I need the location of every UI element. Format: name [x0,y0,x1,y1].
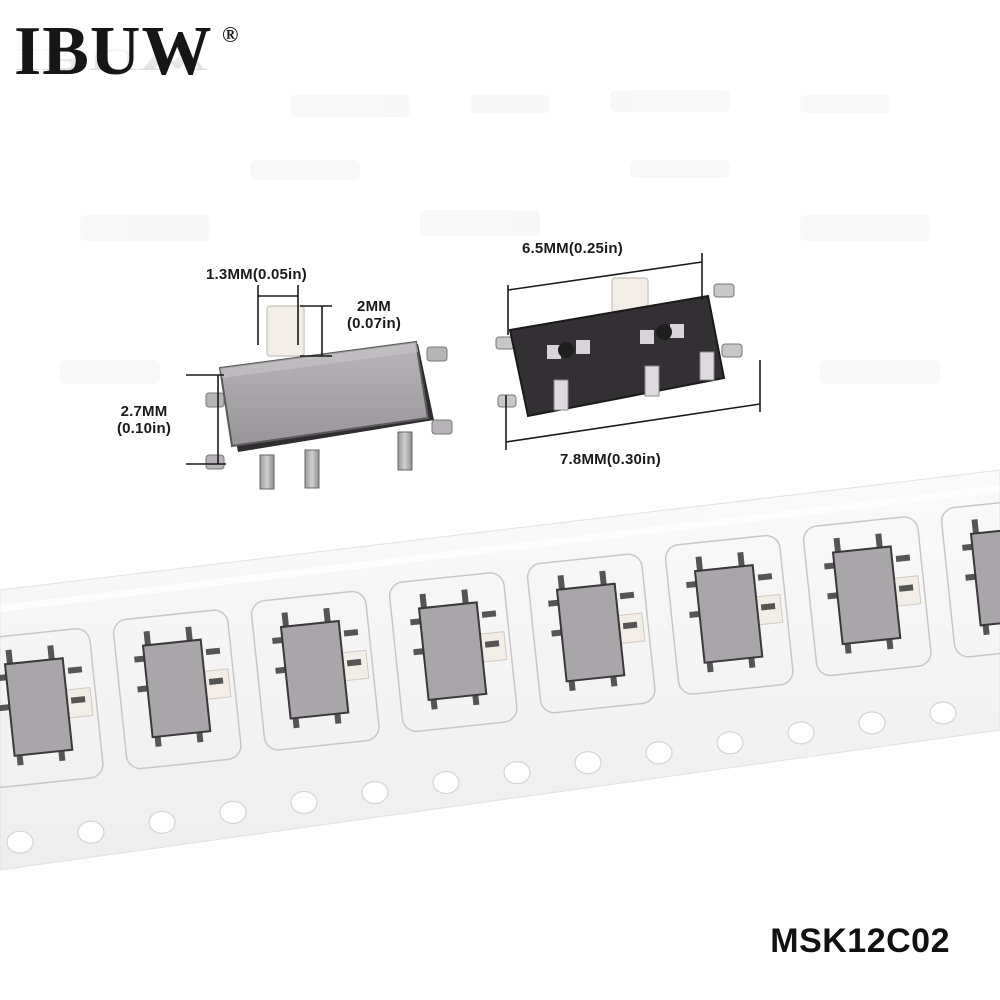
knob-height-label: 2MM (0.07in) [330,298,418,332]
switch-base [508,294,726,418]
sprocket-hole [716,731,744,755]
tape-pocket-switch [0,628,104,788]
tape-pocket-switch [250,590,380,751]
watermark [60,90,940,384]
sprocket-hole [219,800,247,824]
tape-pockets [0,497,1000,788]
sprocket-hole [148,810,176,834]
body-width-label: 6.5MM(0.25in) [522,240,623,257]
sprocket-hole [290,790,318,815]
body-height-in: (0.10in) [116,420,172,437]
knob-height-mm: 2MM [357,298,391,315]
body-height-mm: 2.7MM [120,403,168,420]
knob-width-label: 1.3MM(0.05in) [206,266,307,283]
tape-pocket-switch [664,534,794,695]
total-width-label: 7.8MM(0.30in) [560,451,661,468]
brand-logo: IBUW [14,13,213,90]
model-number: MSK12C02 [770,922,950,960]
brand-logo-reflection: IBUW [14,41,209,77]
dimension-lines [186,253,761,465]
sprocket-hole [77,820,105,844]
sprocket-hole [361,780,389,805]
body-height-label: 2.7MM (0.10in) [102,403,186,437]
sprocket-hole [929,701,957,725]
tape-pocket-switch [802,516,932,677]
tape-pocket-switch [388,572,518,733]
sprocket-hole [574,751,602,775]
tape-sprocket-holes [6,701,957,854]
sprocket-hole [6,830,34,854]
sprocket-hole [645,741,673,765]
tape-pocket-switch [112,609,242,770]
sprocket-hole [503,761,531,785]
knob-height-in: (0.07in) [346,315,402,332]
switch-knob [266,305,305,357]
switch-side-view [205,305,453,490]
sprocket-hole [432,770,460,795]
switch-bottom-view [495,277,743,418]
sprocket-hole [858,711,886,735]
tape-pocket-switch [526,553,656,714]
sprocket-hole [787,721,815,745]
registered-mark: ® [222,22,239,47]
